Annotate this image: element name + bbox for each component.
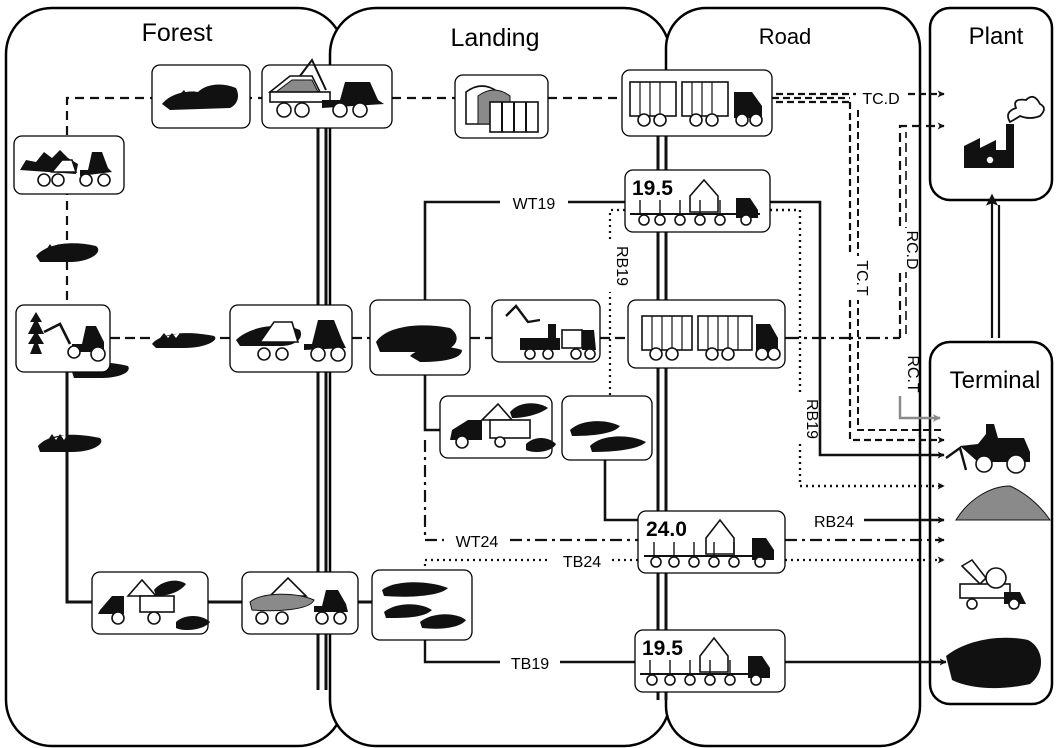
tile-forwarder-trees <box>230 305 352 372</box>
label-rb19-road: RB19 <box>803 399 820 439</box>
zone-road-label: Road <box>759 24 812 49</box>
tile-chipper-truck <box>440 396 556 458</box>
label-tb24: TB24 <box>563 554 601 571</box>
label-rb19-landing: RB19 <box>613 246 630 286</box>
label-rc-d: RC.D <box>903 230 920 269</box>
tile-storage-shed <box>455 75 548 138</box>
label-wt24: WT24 <box>456 534 499 551</box>
tile-chipper-forwarder <box>92 572 210 634</box>
tile-container-truck-top <box>622 70 772 136</box>
tile-forwarder-bundles <box>242 572 358 634</box>
tile-forwarder-tree-stack <box>14 136 124 194</box>
truck-capacity-top: 19.5 <box>632 177 673 200</box>
label-rb24: RB24 <box>814 514 854 531</box>
label-wt19: WT19 <box>513 196 556 213</box>
tile-timber-truck-19-5-top: 19.5 <box>625 170 770 232</box>
tile-container-truck-mid <box>628 300 785 368</box>
truck-capacity-bottom: 19.5 <box>642 637 683 660</box>
zone-terminal-label: Terminal <box>950 367 1041 394</box>
label-rc-t: RC.T <box>904 355 921 393</box>
tile-crane-truck <box>492 300 600 362</box>
tile-chips-pile-landing <box>562 396 652 460</box>
truck-capacity-middle: 24.0 <box>646 518 687 541</box>
label-tc-d: TC.D <box>862 91 899 108</box>
tile-branches-pile-top <box>152 65 250 128</box>
tile-forwarder-branches <box>262 60 392 128</box>
zone-forest-label: Forest <box>142 19 213 47</box>
zone-plant-label: Plant <box>969 23 1024 50</box>
tile-timber-truck-19-5-bottom: 19.5 <box>635 630 785 692</box>
label-tc-t: TC.T <box>853 260 870 296</box>
zone-landing-label: Landing <box>451 24 540 52</box>
zone-plant: Plant <box>930 8 1052 200</box>
tile-timber-truck-24-0: 24.0 <box>638 511 785 573</box>
tile-harvester <box>16 305 110 372</box>
tile-branches-pile-landing <box>370 300 470 375</box>
tile-bundles-pile-landing <box>372 570 472 640</box>
label-tb19: TB19 <box>511 656 549 673</box>
